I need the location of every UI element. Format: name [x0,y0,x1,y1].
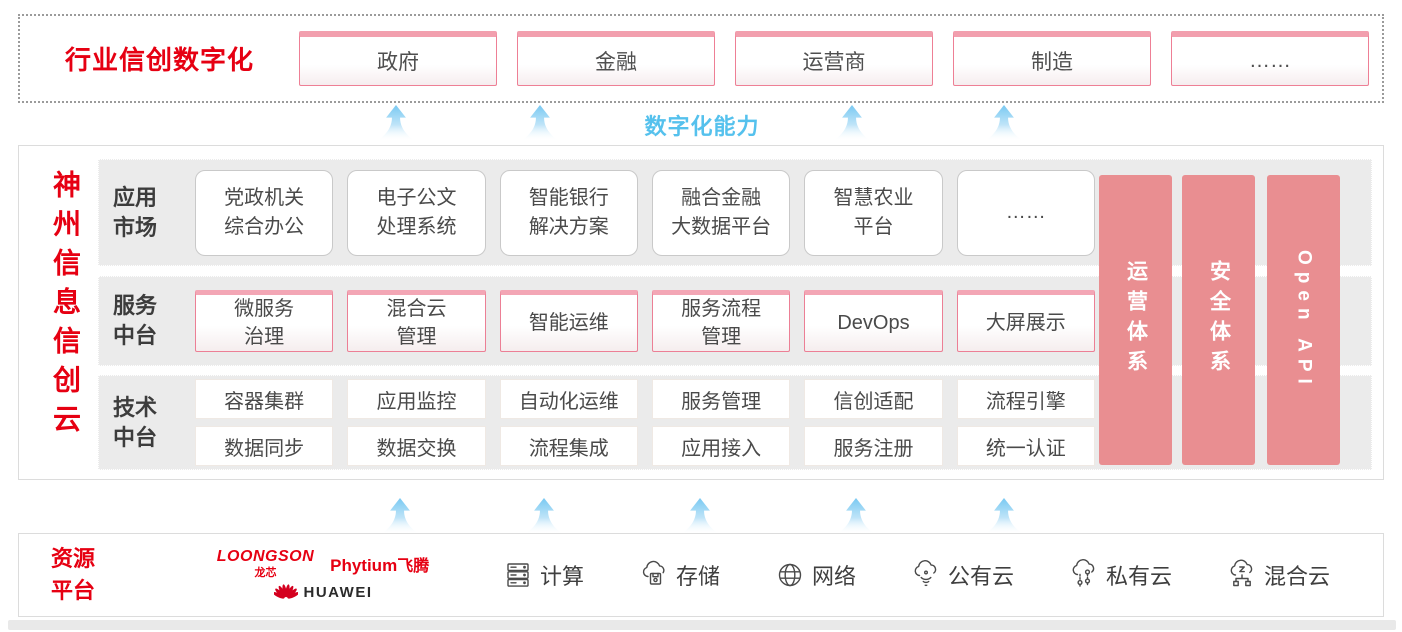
tech-box: 统一认证 [956,426,1095,466]
service-platform-items: 微服务 治理 混合云 管理 智能运维 服务流程 管理 DevOps 大屏展示 [195,290,1095,352]
vendor-row: LOONGSON 龙芯 Phytium飞腾 [217,548,429,580]
huawei-wordmark: HUAWEI [303,584,373,601]
app-box-more: …… [956,169,1095,256]
service-box: 智能运维 [499,290,638,352]
pillar-security-system: 安全体系 [1182,175,1255,465]
resource-platform-panel: 资源 平台 LOONGSON 龙芯 Phytium飞腾 [18,533,1384,617]
tech-box: 流程集成 [499,426,638,466]
service-box: 混合云 管理 [347,290,486,352]
industry-box-manufacturing: 制造 [953,31,1151,86]
industry-box-finance: 金融 [517,31,715,86]
up-arrow-icon [985,498,1023,534]
tech-box: 应用监控 [347,379,486,419]
tech-box: 容器集群 [195,379,334,419]
up-arrow-icon [681,498,719,534]
resource-item-label: 网络 [811,564,856,589]
up-arrow-icon [837,498,875,534]
phytium-wordmark: Phytium [330,556,398,575]
pillar-operation-system: 运营体系 [1099,175,1172,465]
pillar-open-api: Open API [1267,175,1340,465]
industry-box-operator: 运营商 [735,31,933,86]
app-box: 融合金融 大数据平台 [651,169,791,256]
resource-platform-label: 资源 平台 [51,546,96,603]
tech-box: 数据交换 [347,426,486,466]
private-cloud-icon [1072,559,1095,588]
service-box: 大屏展示 [956,290,1095,352]
industry-box-government: 政府 [299,31,497,86]
up-arrow-icon [985,105,1023,141]
huawei-flower-icon [273,584,298,599]
up-arrow-icon [381,498,419,534]
public-cloud-icon [914,560,937,587]
tech-platform-row: 技术 中台 容器集群 应用监控 自动化运维 服务管理 信创适配 流程引擎 数据同… [98,375,1372,470]
resource-item-hybrid-cloud: 混合云 [1226,559,1330,591]
compute-icon [507,563,529,587]
service-box: DevOps [804,290,943,352]
hybrid-cloud-icon [1230,559,1253,587]
service-platform-label: 服务 中台 [113,293,158,348]
resource-item-label: 私有云 [1105,564,1172,589]
resource-item-network: 网络 [774,559,856,591]
cloud-vertical-title: 神州信息信创云 [50,170,81,443]
resource-item-label: 公有云 [947,564,1014,589]
service-box: 微服务 治理 [195,290,334,352]
resource-item-public-cloud: 公有云 [910,559,1014,591]
tech-box: 数据同步 [195,426,334,466]
industry-list: 政府 金融 运营商 制造 …… [299,31,1369,86]
phytium-logo: Phytium飞腾 [330,552,429,576]
industry-panel-title: 行业信创数字化 [65,45,255,75]
network-icon [778,563,802,587]
up-arrow-icon [377,105,415,141]
resource-item-storage: 存储 [638,559,720,591]
phytium-chinese: 飞腾 [397,558,430,575]
app-market-label: 应用 市场 [113,184,158,240]
loongson-logo: LOONGSON 龙芯 [217,548,314,580]
service-box: 服务流程 管理 [651,290,791,352]
tech-box: 信创适配 [804,379,943,419]
resource-items: 计算 存储 网络 公有云 [475,559,1357,591]
resource-item-private-cloud: 私有云 [1068,559,1172,591]
digital-capability-label: 数字化能力 [644,114,760,139]
up-arrow-icon [525,498,563,534]
app-market-items: 党政机关 综合办公 电子公文 处理系统 智能银行 解决方案 融合金融 大数据平台… [195,169,1095,256]
industry-box-more: …… [1171,31,1369,86]
tech-box: 流程引擎 [956,379,1095,419]
resource-item-label: 混合云 [1263,564,1330,589]
tech-platform-items: 容器集群 应用监控 自动化运维 服务管理 信创适配 流程引擎 数据同步 数据交换… [195,379,1095,466]
loongson-chinese: 龙芯 [254,567,277,579]
storage-icon [642,560,665,585]
resource-item-label: 计算 [539,564,584,589]
service-platform-row: 服务 中台 微服务 治理 混合云 管理 智能运维 服务流程 管理 DevOps … [98,276,1372,366]
huawei-logo: HUAWEI [273,583,373,602]
tech-box: 服务注册 [804,426,943,466]
bottom-divider-bar [8,620,1396,630]
app-market-row: 应用 市场 党政机关 综合办公 电子公文 处理系统 智能银行 解决方案 融合金融… [98,159,1372,266]
app-box: 智能银行 解决方案 [499,169,638,256]
tech-box: 服务管理 [651,379,791,419]
loongson-wordmark: LOONGSON [216,548,315,565]
industry-digitalization-panel: 行业信创数字化 政府 金融 运营商 制造 …… [18,14,1384,103]
app-box: 智慧农业 平台 [804,169,943,256]
xinchuang-cloud-panel: 神州信息信创云 应用 市场 党政机关 综合办公 电子公文 处理系统 智能银行 解… [18,145,1384,480]
up-arrow-icon [833,105,871,141]
vendor-logos: LOONGSON 龙芯 Phytium飞腾 HUAWE [195,548,451,602]
tech-box: 自动化运维 [499,379,638,419]
app-box: 电子公文 处理系统 [347,169,486,256]
resource-item-label: 存储 [675,564,720,589]
up-arrow-icon [521,105,559,141]
tech-box: 应用接入 [651,426,791,466]
resource-item-compute: 计算 [502,559,584,591]
tech-platform-label: 技术 中台 [113,394,158,450]
platform-rows: 应用 市场 党政机关 综合办公 电子公文 处理系统 智能银行 解决方案 融合金融… [98,159,1372,470]
app-box: 党政机关 综合办公 [195,169,334,256]
